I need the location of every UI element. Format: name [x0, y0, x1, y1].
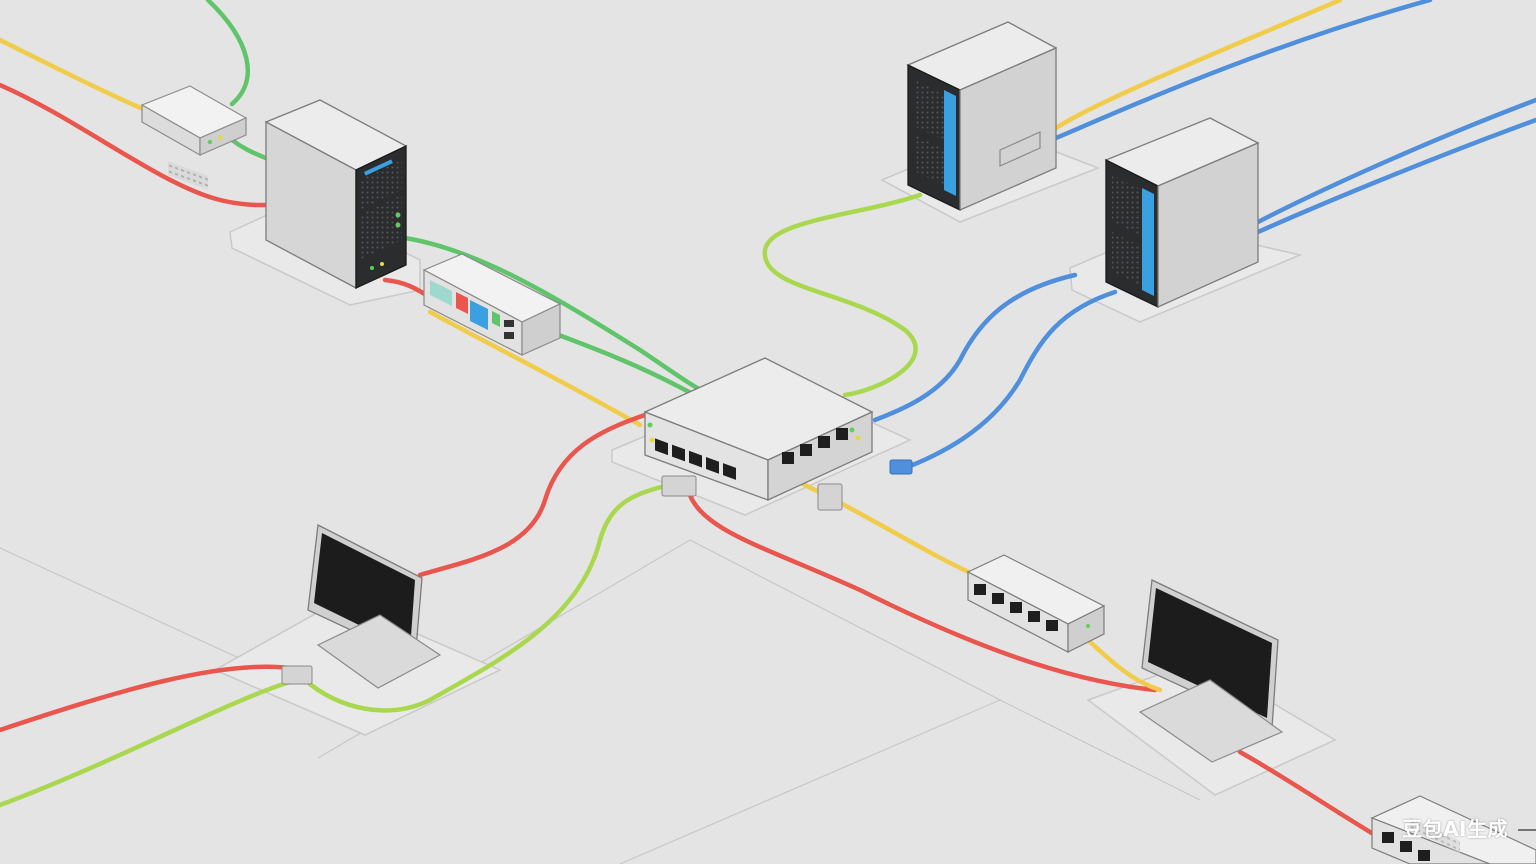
plug-switch-yellow: [817, 483, 843, 511]
server-top-right-1: [906, 21, 1058, 212]
plug-blue-end: [889, 459, 913, 475]
central-switch: [643, 357, 874, 502]
server-top-left: [264, 99, 408, 290]
monitor-right: [1138, 579, 1284, 763]
cable-yellow-topleft: [0, 37, 153, 115]
cable-connectors: [281, 459, 913, 685]
switch-bottom-right: [1370, 795, 1536, 864]
cable-yellow-smallswitch-monitor: [1085, 637, 1163, 693]
patch-panel-left: [422, 253, 562, 356]
cable-red-monitor-left-out: [0, 664, 293, 733]
switch-small-right: [966, 554, 1106, 653]
cable-red-switch-monitor-left: [417, 412, 648, 578]
cable-blue-server1-out: [1053, 0, 1433, 141]
server-top-right-2: [1104, 117, 1260, 309]
central-switch-ports-side: [782, 428, 848, 464]
cable-blue-server2-out-b: [1255, 117, 1536, 235]
router-top-left: [140, 85, 248, 190]
cable-green-panel-switch: [542, 327, 703, 401]
cable-green-router-up: [205, 0, 250, 107]
cable-green-router-server: [229, 137, 273, 163]
cable-red-topleft: [0, 82, 273, 208]
cable-green-server-switch: [402, 235, 713, 398]
plug-monitor-left: [281, 665, 313, 685]
cable-blue-server2-switch-a: [872, 272, 1078, 423]
cable-blue-server2-out-a: [1255, 97, 1536, 225]
cable-yellow-server1-out: [1053, 0, 1343, 131]
cable-blue-server2-switch-b: [897, 289, 1118, 473]
watermark: 豆包AI生成: [1402, 817, 1508, 841]
cable-lime-switch-monitor-left: [302, 483, 668, 713]
monitor-left: [307, 523, 442, 689]
central-switch-ports-front: [655, 438, 736, 480]
cable-red-switch-monitor-right: [685, 487, 1158, 693]
cable-lime-monitor-left-out: [0, 679, 293, 808]
plug-switch-bottom-a: [661, 475, 697, 497]
cable-lime-server1-switch: [762, 192, 923, 398]
cable-yellow-panel-switch: [427, 309, 643, 428]
cable-yellow-switch-smallswitch: [787, 475, 978, 578]
